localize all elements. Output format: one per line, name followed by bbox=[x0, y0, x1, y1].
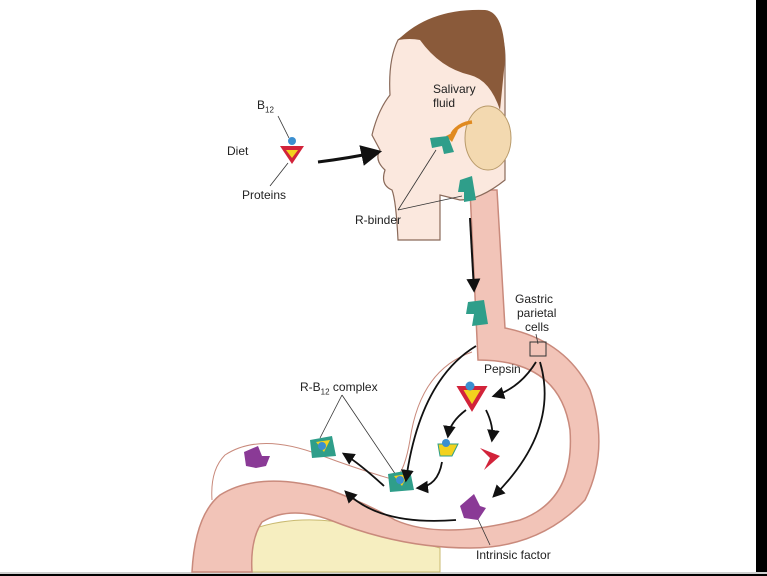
gastric-label-line1: Gastric bbox=[515, 292, 554, 306]
diet-arrow bbox=[317, 145, 383, 166]
gastric-label-line2: parietal bbox=[517, 306, 557, 320]
salivary-label-line2: fluid bbox=[433, 96, 456, 110]
free-b12-r bbox=[437, 443, 459, 457]
diet-label: Diet bbox=[227, 144, 249, 158]
pepsin-label: Pepsin bbox=[484, 362, 521, 376]
salivary-arrow bbox=[450, 120, 473, 135]
diet-protein-yellow bbox=[286, 150, 298, 158]
r-b12-label-suffix: complex bbox=[329, 380, 378, 394]
intrinsic-factor-label: Intrinsic factor bbox=[476, 548, 551, 562]
r-b12-label-main: R-B bbox=[300, 380, 321, 394]
r-binder-shape-3 bbox=[466, 300, 488, 326]
diet-b12-dot bbox=[288, 137, 296, 145]
b12-label: B12 bbox=[257, 98, 274, 117]
proteins-label: Proteins bbox=[242, 188, 287, 202]
r-b12-complex-label: R-B12 complex bbox=[300, 380, 378, 399]
stomach-lumen bbox=[211, 351, 473, 501]
salivary-gland bbox=[464, 105, 512, 171]
r-binder-shape-2 bbox=[458, 176, 476, 202]
diagram-panel bbox=[0, 0, 756, 572]
bottom-divider bbox=[0, 572, 767, 574]
r-b12-complex-1 bbox=[310, 436, 336, 458]
gi-tract bbox=[191, 189, 600, 573]
r-b12-complex-2 bbox=[388, 470, 414, 492]
gastric-label-line3: cells bbox=[525, 320, 550, 334]
r-binder-shape-1 bbox=[430, 136, 454, 154]
salivary-label-line1: Salivary bbox=[433, 82, 476, 96]
intrinsic-factor-2 bbox=[460, 494, 486, 520]
hair bbox=[398, 9, 505, 110]
b12-label-main: B bbox=[257, 98, 266, 112]
b12-label-sub: 12 bbox=[265, 105, 274, 115]
stomach-protein-complex bbox=[456, 386, 488, 412]
r-binder-label: R-binder bbox=[355, 213, 402, 227]
intrinsic-factor-1 bbox=[244, 446, 270, 468]
free-protein bbox=[480, 448, 500, 470]
r-b12-label-sub: 12 bbox=[320, 387, 330, 397]
